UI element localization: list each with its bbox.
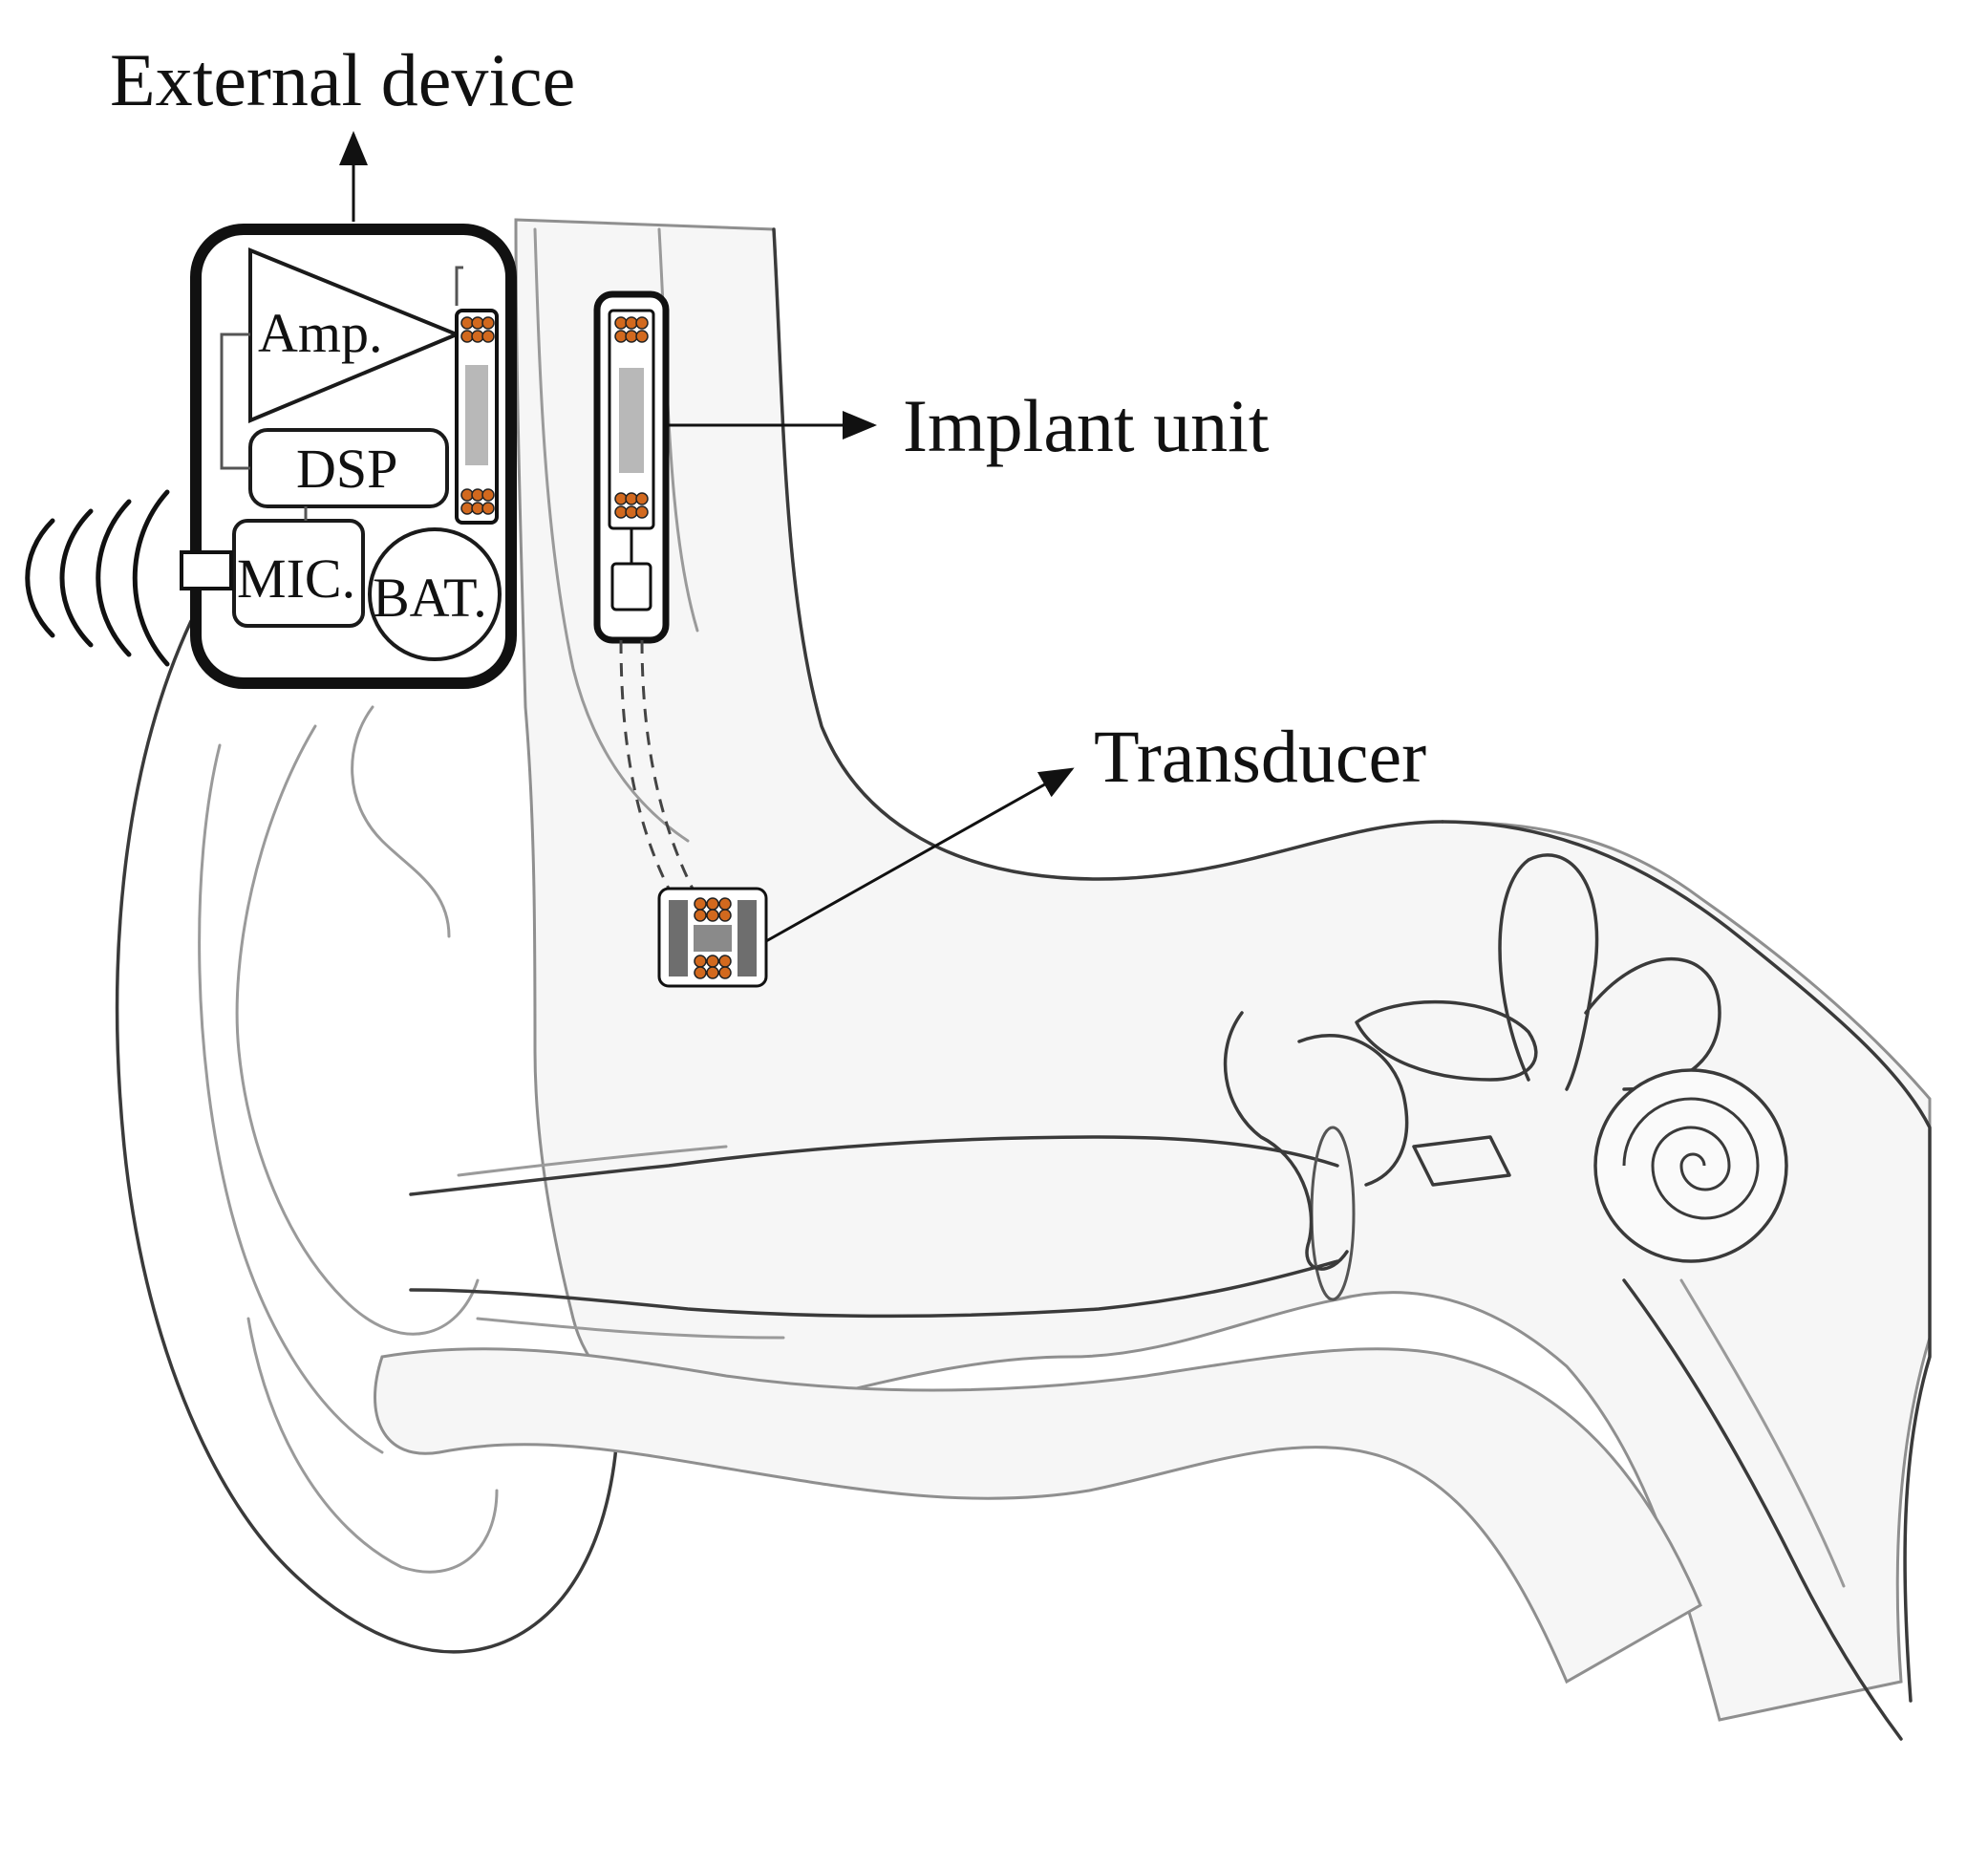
ear-anatomy	[115, 218, 1932, 1741]
external-coil	[455, 309, 499, 525]
semicircular-canal-lateral	[1355, 999, 1538, 1082]
transducer-body-left	[669, 900, 688, 976]
malleus	[1223, 1011, 1349, 1271]
dsp-label: DSP	[296, 438, 397, 500]
semicircular-canal-superior	[1498, 853, 1599, 1091]
implant-unit-label: Implant unit	[903, 384, 1270, 467]
mic-label: MIC.	[237, 547, 355, 610]
external-device: Amp. DSP MIC. BAT.	[180, 131, 517, 689]
skin-surface	[772, 227, 1444, 881]
transducer-winding-top	[694, 897, 732, 922]
external-device-label: External device	[110, 38, 575, 121]
bat-block	[368, 527, 502, 661]
cochlea	[1593, 1068, 1788, 1263]
sound-waves-icon	[25, 489, 170, 667]
implant-unit	[593, 290, 877, 890]
scalp-line-1	[533, 227, 690, 843]
transducer-winding-bottom	[694, 955, 732, 979]
implant-coil-winding-bottom	[614, 492, 649, 519]
implant-lead	[619, 639, 671, 890]
canal-inner-lower	[476, 1317, 785, 1340]
implant-electronics	[610, 562, 652, 612]
amp-label: Amp.	[258, 302, 383, 364]
eustachian-tube-inner	[1679, 1278, 1846, 1588]
transducer-body-right	[737, 900, 757, 976]
implant-lead-2	[640, 639, 695, 890]
transducer-label: Transducer	[1094, 715, 1426, 798]
external-coil-winding-top	[460, 316, 495, 343]
external-coil-winding-bottom	[460, 488, 495, 515]
bat-label: BAT.	[373, 567, 487, 629]
device-wiring	[220, 266, 463, 521]
skull-right-edge	[1441, 820, 1932, 1703]
transducer-arrow	[765, 767, 1075, 943]
external-coil-core	[465, 365, 488, 465]
implant-coil-core	[619, 368, 644, 473]
transducer	[657, 767, 1075, 988]
ear-canal-upper	[409, 1135, 1339, 1196]
mic-port	[180, 550, 233, 590]
stapes	[1412, 1135, 1511, 1187]
incus	[1297, 1034, 1409, 1187]
ear-canal-lower	[409, 1259, 1339, 1319]
mic-block	[232, 519, 365, 628]
eustachian-tube	[1622, 1278, 1903, 1741]
transducer-core	[694, 925, 732, 952]
lobule	[246, 1317, 499, 1574]
implant-coil-winding-top	[614, 316, 649, 343]
auricle-inner-fold	[198, 743, 384, 1454]
concha-outline	[235, 724, 480, 1336]
canal-inner-upper	[457, 1145, 728, 1177]
lower-canal-bone	[374, 1347, 1702, 1685]
antihelix	[351, 705, 451, 938]
